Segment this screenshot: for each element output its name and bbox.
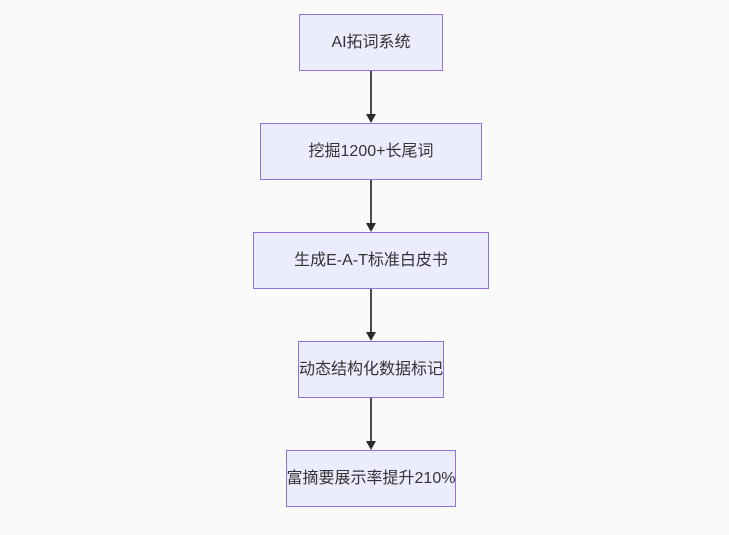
flow-node-label: AI拓词系统: [331, 33, 411, 51]
flow-arrow-1: [366, 71, 376, 123]
arrow-head-icon: [366, 441, 376, 450]
arrow-line: [370, 180, 372, 223]
flow-node-label: 生成E-A-T标准白皮书: [294, 251, 448, 269]
arrow-line: [370, 289, 372, 332]
arrow-head-icon: [366, 114, 376, 123]
arrow-head-icon: [366, 223, 376, 232]
arrow-line: [370, 71, 372, 114]
flow-node-step-1: AI拓词系统: [299, 14, 443, 71]
flowchart: AI拓词系统 挖掘1200+长尾词 生成E-A-T标准白皮书 动态结构化数据标记…: [253, 14, 489, 507]
flow-arrow-2: [366, 180, 376, 232]
flow-node-label: 挖掘1200+长尾词: [308, 142, 434, 160]
flow-node-step-3: 生成E-A-T标准白皮书: [253, 232, 489, 289]
flow-arrow-4: [366, 398, 376, 450]
flow-node-step-5: 富摘要展示率提升210%: [285, 450, 457, 507]
flow-node-label: 富摘要展示率提升210%: [286, 469, 456, 487]
flow-node-step-4: 动态结构化数据标记: [297, 341, 444, 398]
flow-node-step-2: 挖掘1200+长尾词: [260, 123, 482, 180]
arrow-line: [370, 398, 372, 441]
flow-node-label: 动态结构化数据标记: [298, 360, 443, 378]
arrow-head-icon: [366, 332, 376, 341]
flow-arrow-3: [366, 289, 376, 341]
